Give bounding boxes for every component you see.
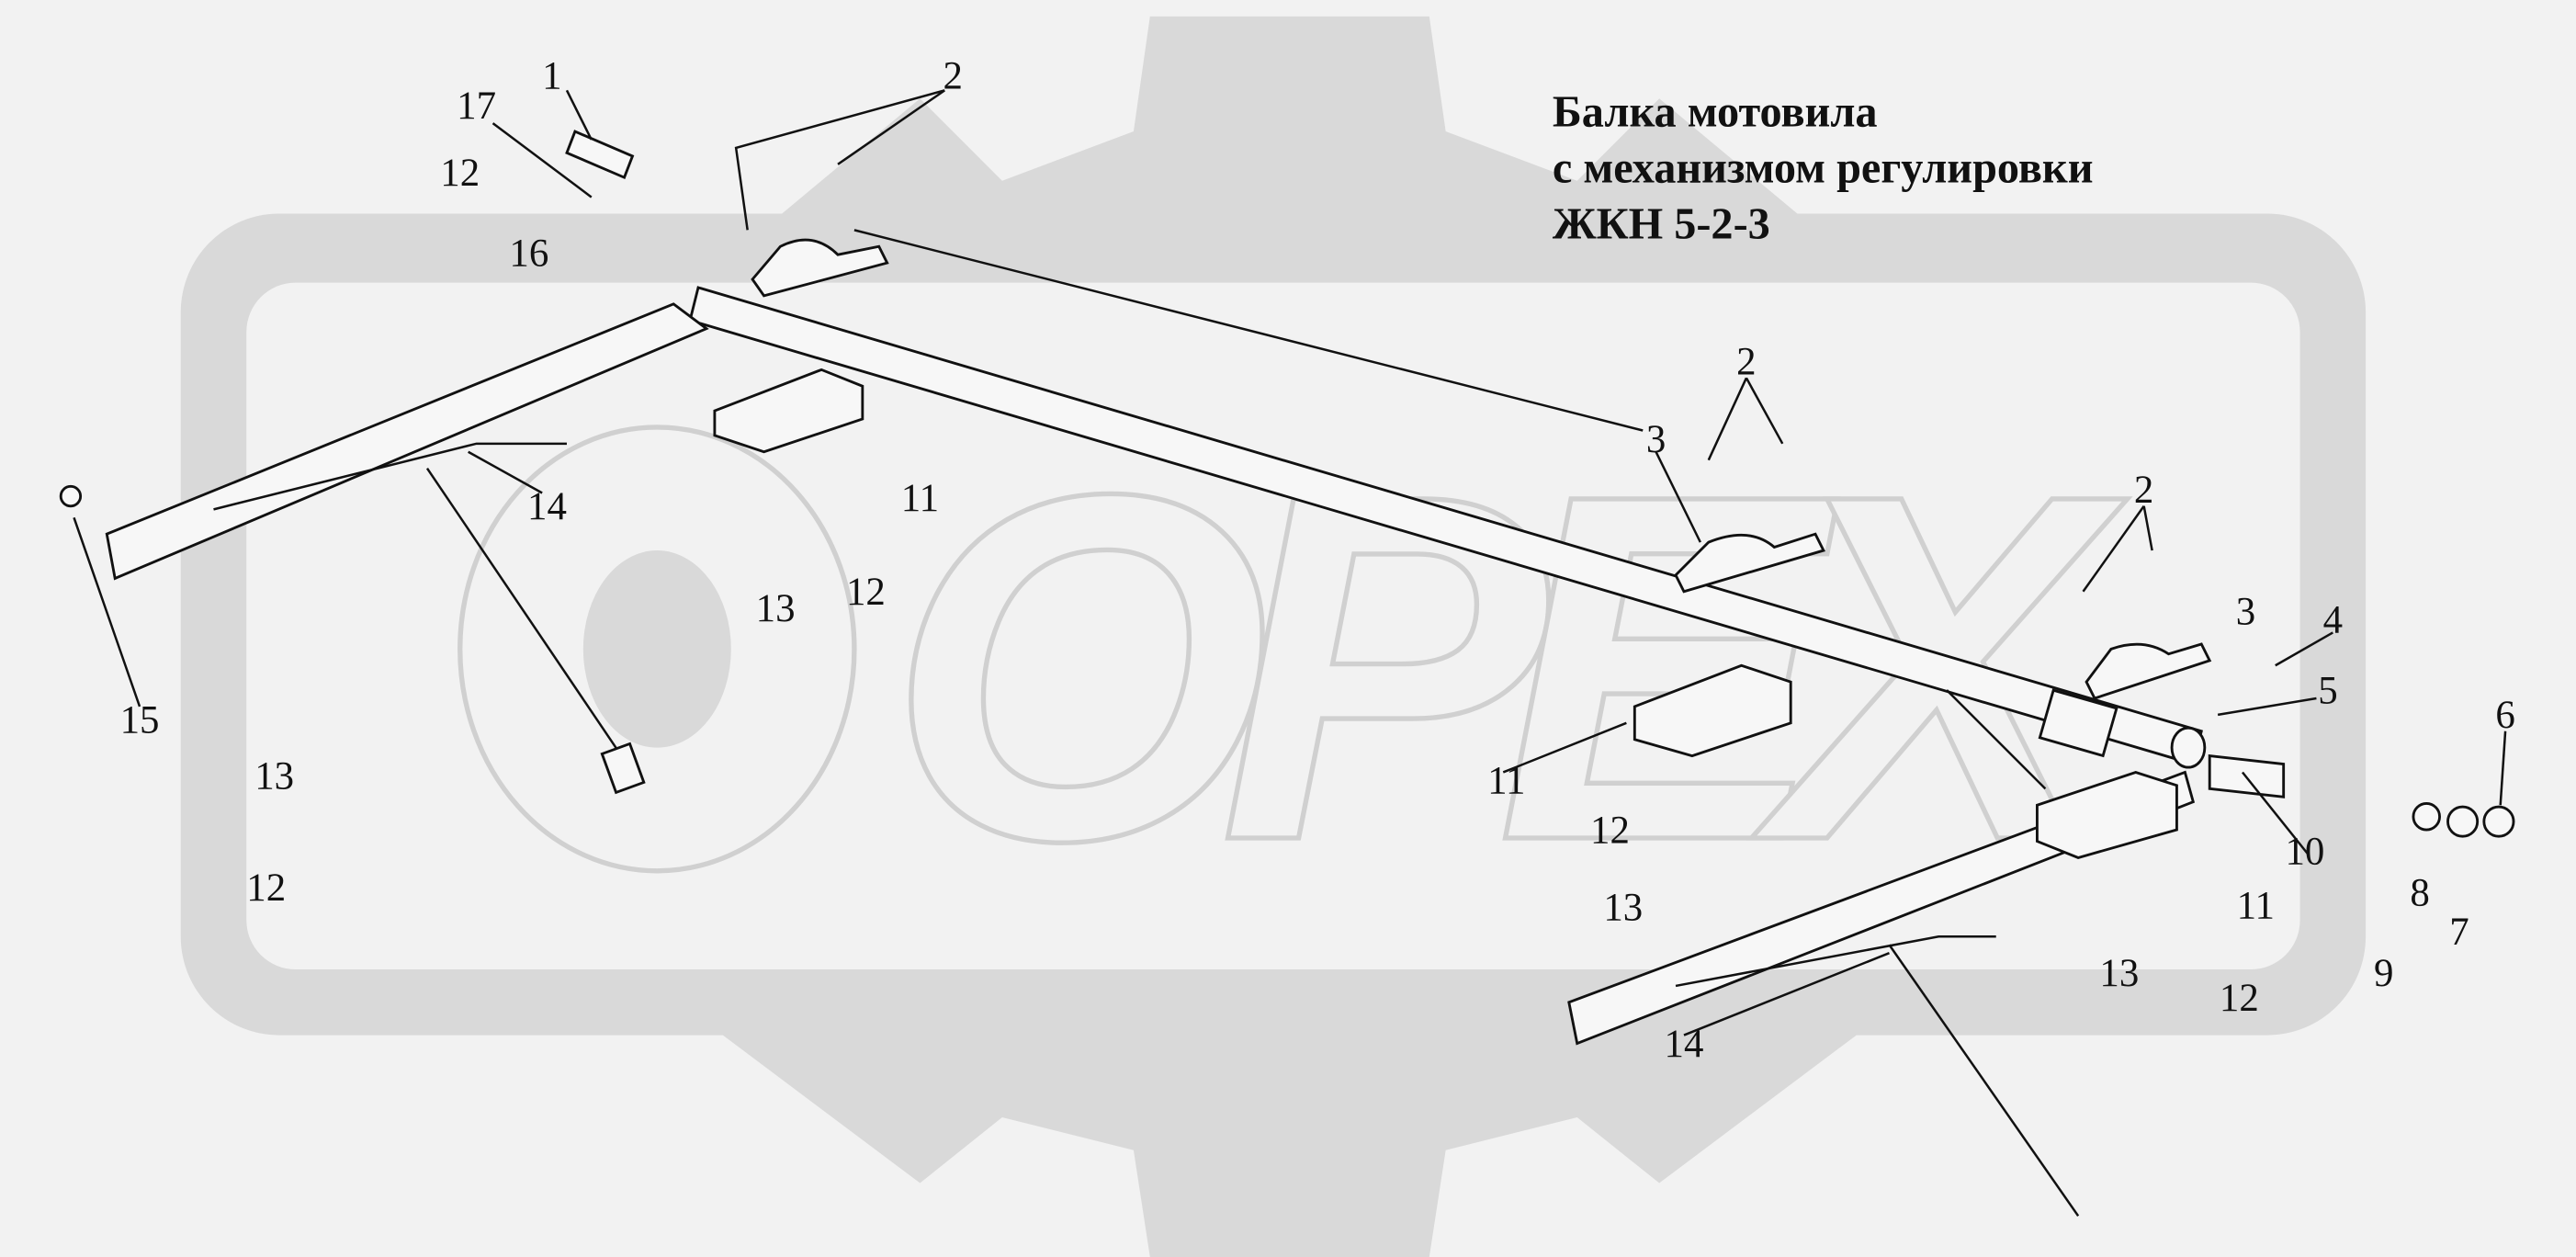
callout-11: 11	[1487, 760, 1525, 803]
callout-2: 2	[2134, 469, 2153, 512]
callout-13: 13	[254, 754, 294, 798]
diagram-title-line1: Балка мотовила	[1553, 88, 1878, 137]
callout-12: 12	[2220, 977, 2259, 1020]
callout-9: 9	[2374, 952, 2393, 995]
callout-12: 12	[846, 571, 886, 614]
diagram-title-line3: ЖКН 5-2-3	[1553, 199, 1770, 248]
callout-11: 11	[2237, 885, 2275, 928]
callout-13: 13	[2099, 952, 2139, 995]
callout-8: 8	[2410, 871, 2429, 914]
diagram-title-line2: с механизмом регулировки	[1553, 143, 2094, 192]
callout-14: 14	[527, 485, 567, 528]
callout-12: 12	[440, 152, 480, 195]
callout-6: 6	[2495, 694, 2514, 737]
callout-12: 12	[246, 866, 286, 910]
callout-11: 11	[901, 477, 939, 520]
clamps	[59, 130, 2515, 859]
callout-labels: 1 17 12 16 2 2 2 3 3 4 5 6 10 9 8 7 11 1…	[120, 55, 2515, 1066]
callout-5: 5	[2318, 669, 2337, 712]
callout-2: 2	[943, 55, 962, 98]
callout-16: 16	[509, 232, 548, 276]
callout-12: 12	[1590, 809, 1630, 852]
callout-3: 3	[2236, 591, 2255, 634]
callout-2: 2	[1736, 341, 1756, 384]
callout-13: 13	[1603, 886, 1643, 929]
leader-lines	[73, 89, 2507, 1036]
callout-15: 15	[120, 699, 160, 742]
callout-10: 10	[2285, 831, 2324, 874]
callout-4: 4	[2323, 598, 2343, 641]
callout-1: 1	[542, 55, 561, 98]
watermark-logo: OPEX	[180, 16, 2367, 1257]
callout-7: 7	[2449, 911, 2469, 954]
callout-13: 13	[756, 587, 796, 630]
callout-3: 3	[1646, 418, 1666, 461]
callout-14: 14	[1665, 1023, 1704, 1066]
callout-17: 17	[457, 85, 496, 128]
